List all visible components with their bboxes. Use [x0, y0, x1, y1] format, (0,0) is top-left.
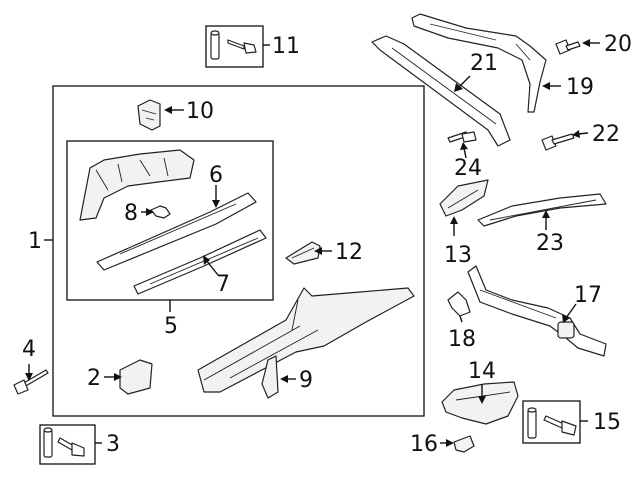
callout-9: 9 [299, 368, 313, 393]
part-2-bracket [119, 359, 153, 395]
callout-3: 3 [106, 432, 120, 457]
part-12-bracket [285, 241, 321, 265]
part-19-bracket [411, 13, 547, 113]
part-21-strut [371, 35, 511, 147]
callout-6: 6 [209, 163, 223, 188]
hardware-15-frame [522, 400, 581, 444]
hardware-3-frame [39, 424, 96, 465]
callout-labels: 1 2 3 4 5 6 7 8 9 10 11 12 13 14 15 16 1… [22, 32, 632, 457]
callout-15: 15 [593, 410, 621, 435]
callout-22: 22 [592, 122, 620, 147]
part-4-rivet [13, 369, 49, 395]
part-8-clip [150, 205, 171, 219]
callout-16: 16 [410, 432, 438, 457]
part-20-bolt [555, 39, 581, 55]
callout-7: 7 [216, 272, 230, 297]
part-14-bracket [441, 381, 519, 425]
apron-bracket [79, 149, 195, 221]
callout-5: 5 [164, 314, 178, 339]
callout-24: 24 [454, 156, 482, 181]
callout-4: 4 [22, 337, 36, 362]
callout-20: 20 [604, 32, 632, 57]
callout-1: 1 [28, 229, 42, 254]
callout-14: 14 [468, 359, 496, 384]
hardware-11-frame [205, 25, 264, 68]
part-17-bracket [467, 265, 607, 357]
part-10-bracket [137, 99, 161, 131]
callout-11: 11 [272, 34, 300, 59]
part-15-bolt-kit [527, 407, 577, 439]
assembly-1-frame [52, 85, 425, 417]
callout-18: 18 [448, 327, 476, 352]
callout-19: 19 [566, 75, 594, 100]
callout-21: 21 [470, 51, 498, 76]
callout-23: 23 [536, 231, 564, 256]
part-24-bolt [447, 131, 477, 143]
callout-8: 8 [124, 201, 138, 226]
part-22-bolt [541, 133, 575, 151]
leader-lines [25, 39, 600, 447]
part-6-rail [96, 192, 257, 271]
callout-17: 17 [574, 283, 602, 308]
part-11-bolt-kit [210, 30, 257, 60]
callout-12: 12 [335, 240, 363, 265]
callout-2: 2 [87, 366, 101, 391]
part-23-rail [477, 193, 607, 227]
part-16-clip [453, 435, 475, 453]
part-13-bracket [439, 179, 489, 217]
part-18-clip [447, 291, 471, 317]
part-9-gusset [261, 355, 279, 399]
callout-13: 13 [444, 243, 472, 268]
callout-10: 10 [186, 99, 214, 124]
part-3-bolt-kit [43, 427, 85, 458]
main-frame-rail [197, 287, 415, 393]
